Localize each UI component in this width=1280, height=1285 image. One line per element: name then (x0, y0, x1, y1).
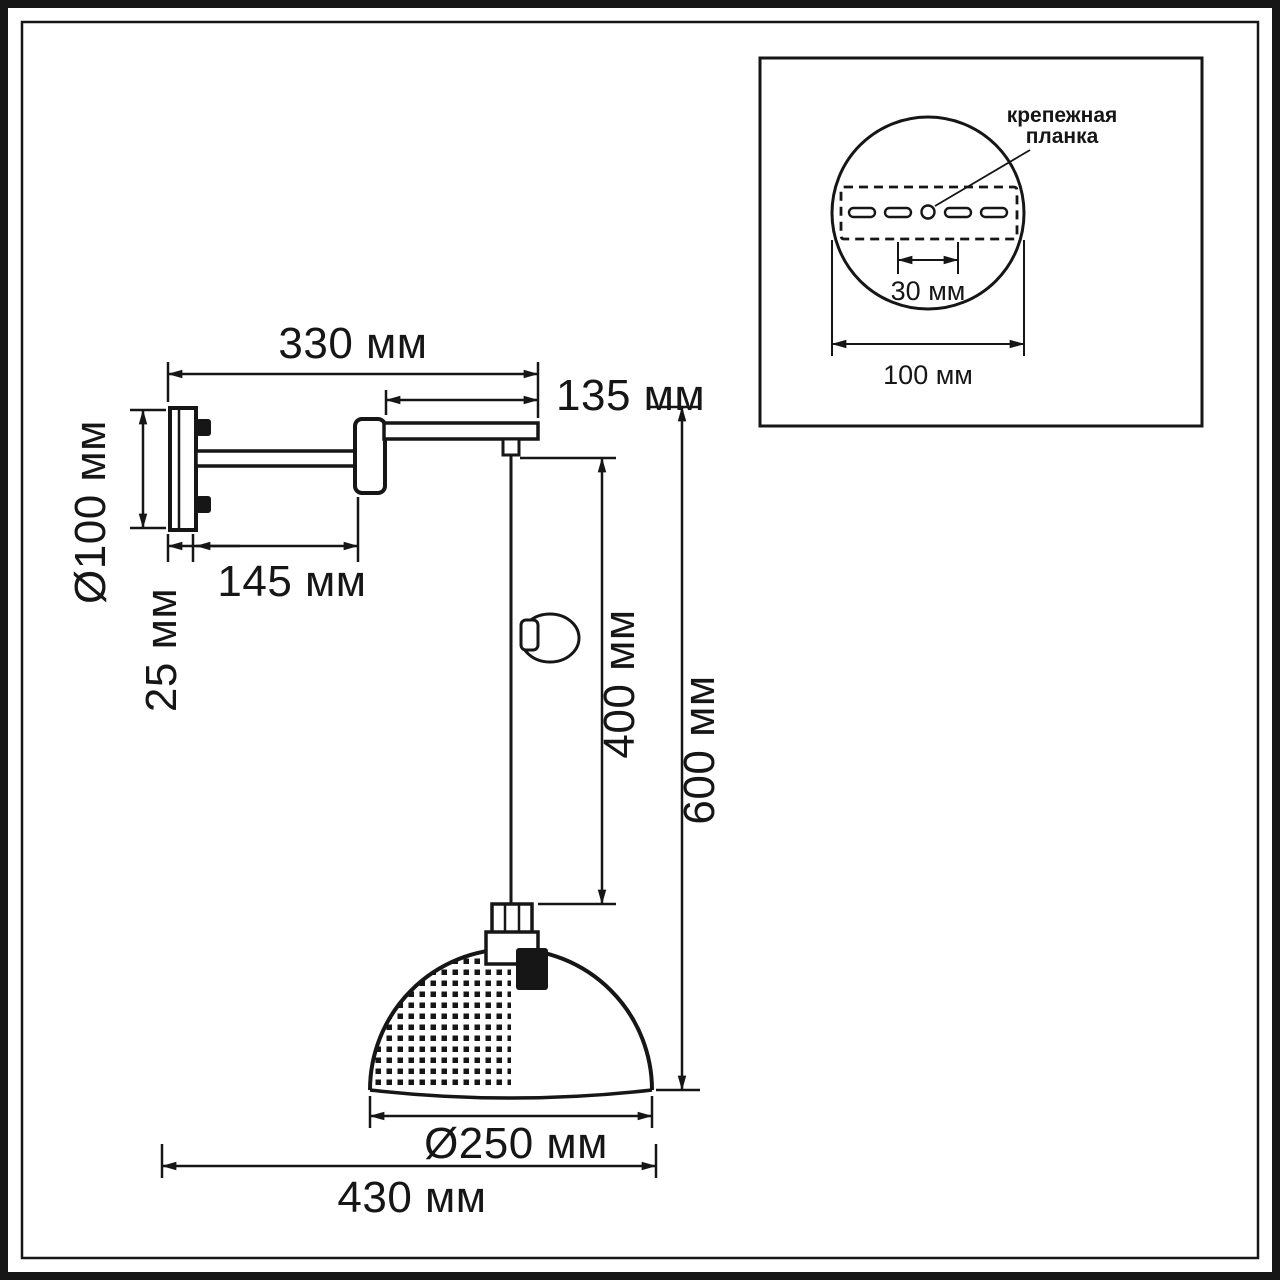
mounting-holes (847, 204, 1009, 220)
mounting-slot (979, 206, 1009, 219)
dim-overall-height: 600 мм (648, 405, 724, 1092)
plate-screw-top (196, 419, 211, 436)
mounting-slot (883, 206, 913, 219)
lamp-shade (368, 947, 654, 1100)
dim-inset-plate-width-label: 100 мм (883, 360, 973, 390)
swing-arm (194, 417, 540, 495)
dim-overall-width: 430 мм (160, 1144, 658, 1222)
inner-frame (20, 20, 1260, 1260)
wall-plate (168, 406, 211, 532)
cable-connector (501, 437, 521, 457)
main-drawing (168, 406, 654, 1100)
mounting-plate-circle (830, 115, 1026, 311)
mounting-slot (847, 206, 877, 219)
dim-inset-plate-width: 100 мм (831, 240, 1025, 390)
dim-base-diameter: Ø100 мм (66, 408, 166, 604)
dim-bracket-length-label: 145 мм (217, 557, 366, 606)
mounting-slot (943, 206, 973, 219)
dim-base-depth: 25 мм (137, 588, 186, 712)
socket-black-block (516, 948, 548, 990)
socket-top (490, 902, 534, 936)
mounting-inset: крепежная планка 30 мм 100 мм (758, 56, 1204, 428)
dim-overall-width-label: 430 мм (337, 1173, 486, 1222)
shade-mesh-half (370, 949, 511, 1090)
shade-bottom-rim (369, 1088, 653, 1100)
plate-screw-bottom (196, 496, 211, 513)
lamp-socket (484, 902, 548, 990)
bracket-pointer-line (934, 149, 1031, 207)
wall-plate-body (168, 406, 198, 532)
dim-base-depth-label: 25 мм (137, 588, 186, 712)
upper-arm (382, 421, 540, 441)
dim-bracket-length: 145 мм (166, 497, 366, 606)
dim-cable-length: 400 мм (520, 456, 644, 906)
adjuster-clamp (519, 618, 540, 652)
dim-cable-length-label: 400 мм (595, 609, 644, 758)
dim-hole-spacing: 30 мм (891, 242, 966, 306)
dim-arm-length-label: 330 мм (278, 319, 427, 368)
dim-base-diameter-label: Ø100 мм (66, 420, 115, 604)
bracket-label-line2: планка (1026, 125, 1099, 148)
dim-shade-diameter: Ø250 мм (368, 1096, 654, 1168)
mounting-center-hole (920, 204, 936, 220)
cord-adjuster (519, 612, 581, 664)
dim-hole-spacing-label: 30 мм (891, 276, 966, 306)
bracket-label-line1: крепежная (1007, 104, 1118, 127)
dim-head-offset: 135 мм (384, 371, 705, 420)
dim-arm-length: 330 мм (166, 319, 540, 418)
dimensions: 330 мм 135 мм Ø100 мм 145 мм 25 мм (66, 319, 724, 1222)
dim-overall-height-label: 600 мм (675, 675, 724, 824)
dim-shade-diameter-label: Ø250 мм (424, 1119, 608, 1168)
lower-arm (194, 449, 357, 468)
inset-panel (758, 56, 1204, 428)
mounting-bracket-dashed (839, 185, 1019, 241)
arm-joint (353, 417, 387, 495)
